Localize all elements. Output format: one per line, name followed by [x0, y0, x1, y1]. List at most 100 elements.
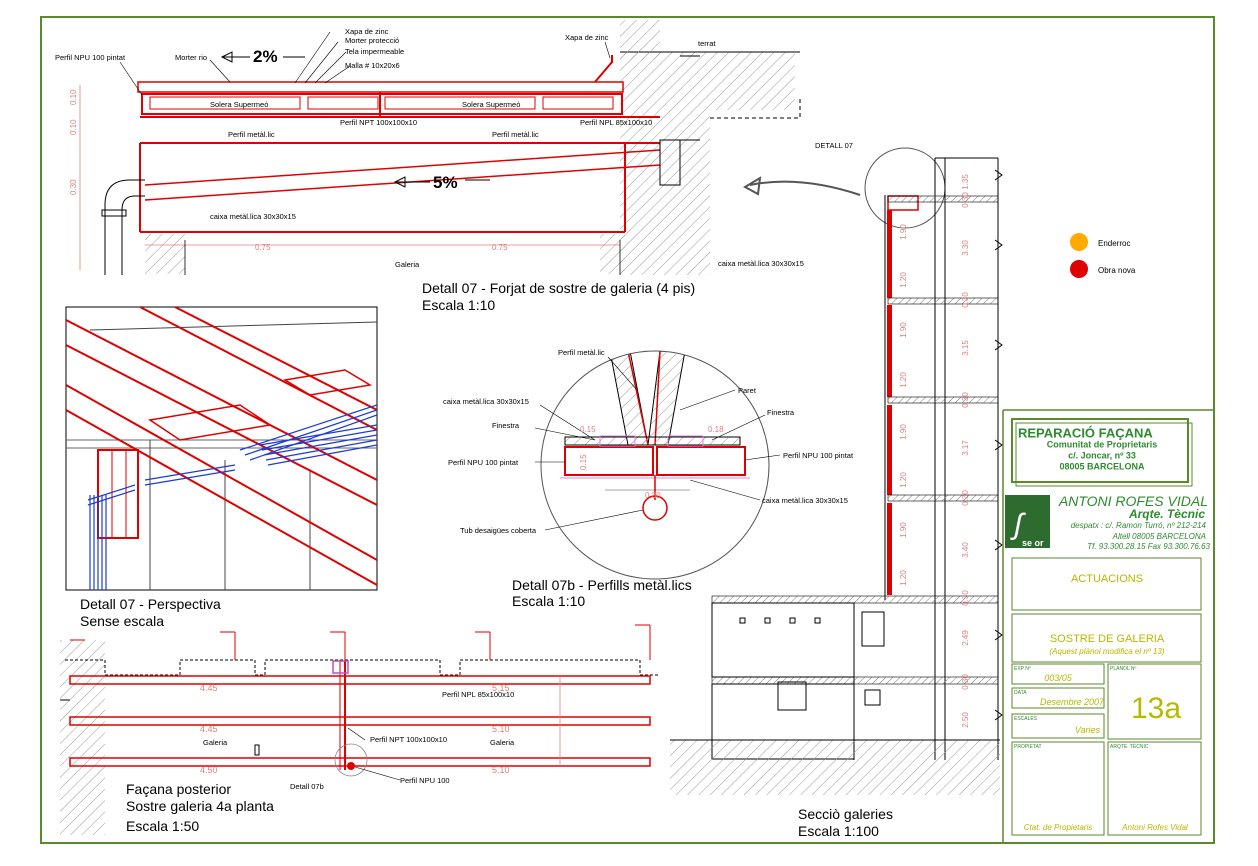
label-xapa-zinc-1: Xapa de zinc [345, 27, 389, 36]
section-dim-right: 2.49 [961, 630, 970, 646]
seccio-section: Secciò galeries Escala 1:100 [670, 147, 1003, 839]
section-dim-right: 0.30 [961, 590, 970, 606]
title-block: ʃ se or REPARACIÓ FAÇANA Comunitat de Pr… [1002, 409, 1214, 843]
label-07b-dim-015b: 0.15 [579, 454, 588, 470]
label-fac-dim-445b: 4.45 [200, 724, 218, 734]
section-dim-right: 3.30 [961, 240, 970, 256]
architect-role: Arqte. Tècnic [1128, 507, 1205, 521]
label-07b-npu-l: Perfil NPU 100 pintat [448, 458, 519, 467]
legend-new-work-swatch [1070, 260, 1088, 278]
label-slope-bottom: 5% [433, 173, 458, 192]
date-label: DATA [1014, 690, 1027, 696]
detail-07-section: Xapa de zinc Morter protecció Tela imper… [55, 20, 861, 313]
architect-name: ANTONI ROFES VIDAL [1058, 493, 1208, 509]
label-dim-075-2: 0.75 [492, 243, 508, 252]
section-dim-left: 1.20 [899, 570, 908, 586]
client-line-2: c/. Joncar, nº 33 [1068, 450, 1136, 460]
label-07b-paret: Paret [738, 386, 757, 395]
label-metalic-1: Perfil metàl.lic [228, 130, 275, 139]
section-dim-left: 1.20 [899, 272, 908, 288]
date-value: Desembre 2007 [1040, 697, 1105, 707]
label-dim-010a: 0.10 [69, 89, 78, 105]
label-dim-010b: 0.10 [69, 119, 78, 135]
logo-text: se or [1022, 538, 1044, 548]
detail-07b-section: Perfil metàl.lic Paret caixa metàl.lica … [443, 348, 854, 609]
project-title: REPARACIÓ FAÇANA [1018, 426, 1153, 441]
label-detall-tag: DETALL 07 [815, 141, 853, 150]
label-fac-dim-510a: 5.10 [492, 724, 510, 734]
section-dim-left: 1.90 [899, 424, 908, 440]
facana-section: 4.45 5.15 Perfil NPL 85x100x10 4.45 5.10… [60, 624, 660, 835]
section-dim-right: 0.30 [961, 392, 970, 408]
label-morter-rio: Morter rio [175, 53, 207, 62]
seccio-title: Secciò galeries [798, 806, 893, 822]
label-malla: Malla # 10x20x6 [345, 61, 400, 70]
section-dim-right: 3.40 [961, 542, 970, 558]
detail-07-title: Detall 07 - Forjat de sostre de galeria … [422, 280, 695, 296]
label-fac-dim-445a: 4.45 [200, 683, 218, 693]
architect-phones: Tf. 93.300.28.15 Fax 93.300.76.63 [1087, 542, 1210, 551]
section-dim-right: 0.30 [961, 192, 970, 208]
perspective-title: Detall 07 - Perspectiva [80, 596, 221, 612]
section-dim-left: 1.90 [899, 224, 908, 240]
section-dim-right: 3.17 [961, 440, 970, 456]
sheet-title: SOSTRE DE GALERIA [1050, 633, 1165, 645]
scales-value: Varies [1075, 725, 1101, 735]
section-dim-right: 0.30 [961, 292, 970, 308]
logo-glyph: ʃ [1010, 508, 1026, 541]
label-07b-finestra-r: Finestra [767, 408, 795, 417]
label-dim-030: 0.30 [69, 179, 78, 195]
label-perfil-npl: Perfil NPL 85x100x10 [580, 118, 652, 127]
facana-scale: Escala 1:50 [126, 818, 199, 834]
label-fac-galeria-r: Galeria [490, 738, 515, 747]
seccio-scale: Escala 1:100 [798, 823, 879, 839]
label-07b-caixa-b: caixa metàl.lica 30x30x15 [762, 496, 848, 505]
section-dim-right: 0.30 [961, 674, 970, 690]
tech-label: ARQTE. TÈCNIC [1110, 743, 1149, 750]
scales-label: ESCALES [1014, 716, 1038, 722]
detail-07b-title: Detall 07b - Perfills metàl.lics [512, 577, 692, 593]
facana-title: Façana posterior [126, 781, 231, 797]
section-dim-right: 1.35 [961, 174, 970, 190]
label-dim-075-1: 0.75 [255, 243, 271, 252]
perspective-scale: Sense escala [80, 613, 164, 629]
label-perfil-npu: Perfil NPU 100 pintat [55, 53, 126, 62]
section-dim-left: 1.90 [899, 522, 908, 538]
client-line-3: 08005 BARCELONA [1059, 461, 1145, 471]
owner-value: Ctat. de Propietaris [1024, 823, 1092, 832]
section-dim-right: 3.15 [961, 340, 970, 356]
detail-07-scale: Escala 1:10 [422, 297, 495, 313]
label-slope-top: 2% [253, 47, 278, 66]
slab-top [137, 81, 624, 93]
tech-value: Antoni Rofes Vidal [1121, 823, 1188, 832]
sheet-frame [40, 16, 1215, 844]
label-morter-proteccio: Morter protecció [345, 36, 399, 45]
label-fac-npu: Perfil NPU 100 [400, 776, 450, 785]
label-solera-1: Solera Supermeó [210, 100, 268, 109]
label-fac-dim-450: 4.50 [200, 765, 218, 775]
label-07b-dim-015a: 0.15 [580, 425, 596, 434]
section-dim-right: 0.30 [961, 490, 970, 506]
detail-07b-scale: Escala 1:10 [512, 593, 585, 609]
plan-label: PLANOL Nº [1110, 666, 1137, 672]
label-07b-npu-r: Perfil NPU 100 pintat [783, 451, 854, 460]
label-fac-npt: Perfil NPT 100x100x10 [370, 735, 447, 744]
label-caixa-2: caixa metàl.lica 30x30x15 [718, 259, 804, 268]
label-07b-perfil-metalic: Perfil metàl.lic [558, 348, 605, 357]
label-caixa-1: caixa metàl.lica 30x30x15 [210, 212, 296, 221]
section-dim-left: 1.20 [899, 472, 908, 488]
seccio-dims-left: 1.901.201.901.201.901.201.901.20 [899, 224, 908, 586]
perspective-section: Detall 07 - Perspectiva Sense escala [65, 306, 378, 629]
label-fac-galeria-l: Galeria [203, 738, 228, 747]
plan-number: 13a [1131, 692, 1181, 725]
label-metalic-2: Perfil metàl.lic [492, 130, 539, 139]
label-fac-dim-510b: 5.10 [492, 765, 510, 775]
label-07b-tub: Tub desaigües coberta [460, 526, 537, 535]
label-07b-caixa-a: caixa metàl.lica 30x30x15 [443, 397, 529, 406]
label-07b-dim-030: 0.30 [645, 491, 661, 500]
seccio-dims-right: 1.35 0.30 3.30 0.30 3.15 0.30 3.17 0.30 3.40 0.30… [961, 174, 970, 728]
label-07b-dim-018: 0.18 [708, 425, 724, 434]
section-dim-left: 1.20 [899, 372, 908, 388]
exp-value: 003/05 [1044, 673, 1073, 683]
